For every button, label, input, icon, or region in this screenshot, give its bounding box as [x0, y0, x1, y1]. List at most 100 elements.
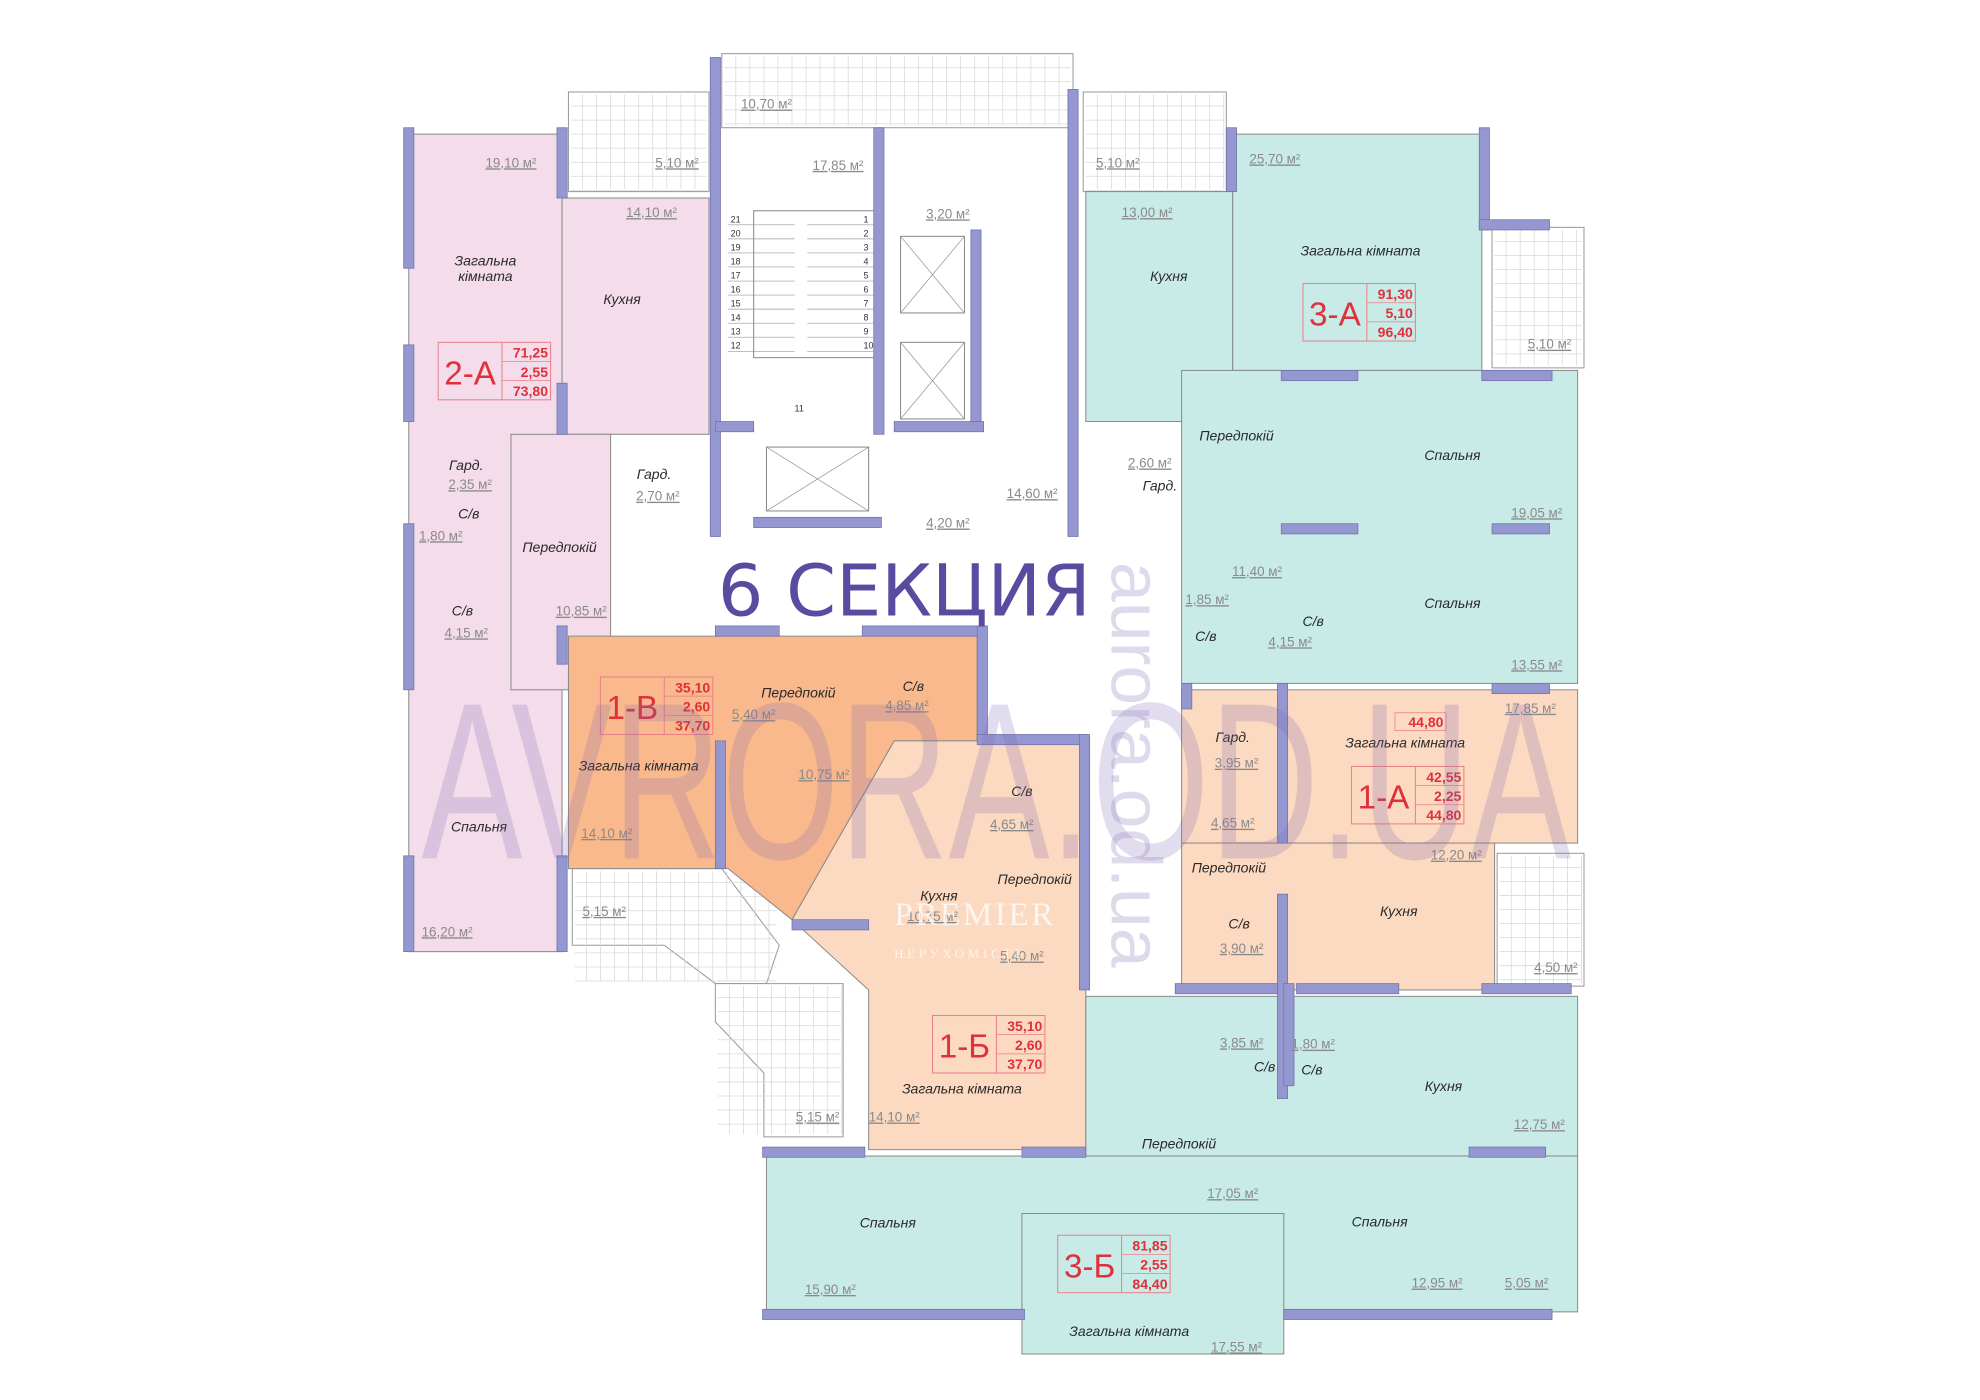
stair-number: 17	[731, 270, 741, 280]
room-label: Кухня	[920, 888, 958, 904]
wall	[1296, 983, 1400, 995]
core-area: 4,20 м²	[926, 516, 970, 531]
room-label: С/в	[903, 678, 924, 694]
badge-frame	[932, 1015, 1046, 1074]
room-area: 5,05 м²	[1505, 1276, 1549, 1291]
apartment-id: 3-А	[1309, 297, 1362, 334]
room-area: 12,75 м²	[1514, 1117, 1565, 1132]
stair-number: 11	[795, 403, 804, 413]
room-area: 12,95 м²	[1412, 1276, 1463, 1291]
badge-frame	[599, 676, 714, 735]
room-label: С/в	[1302, 613, 1323, 629]
wall	[709, 57, 721, 537]
wall	[1277, 683, 1289, 844]
room-label: кімната	[458, 268, 512, 284]
wall	[1481, 983, 1572, 995]
stair-number: 2	[864, 228, 869, 238]
balcony-area: 2,55	[521, 364, 549, 380]
wall	[556, 127, 568, 199]
total-area: 37,70	[675, 718, 710, 734]
core-area: 3,20 м²	[926, 206, 970, 221]
wall	[1481, 370, 1553, 382]
apartment-3b-area	[765, 995, 1579, 1355]
stair-number: 1	[864, 214, 869, 224]
total-area: 44,80	[1426, 807, 1461, 823]
room-area: 25,70 м²	[1249, 152, 1300, 167]
room-label: Загальна кімната	[1069, 1323, 1189, 1339]
living-area: 91,30	[1378, 286, 1413, 302]
room-area: 1,80 м²	[1291, 1037, 1335, 1052]
apartment-id: 1-А	[1358, 780, 1411, 817]
room-area: 17,55 м²	[1211, 1339, 1262, 1354]
room-label: С/в	[1228, 916, 1249, 932]
apartment-id: 3-Б	[1064, 1248, 1115, 1285]
room-area: 4,65 м²	[990, 817, 1034, 832]
room-area: 14,10 м²	[581, 826, 632, 841]
wall	[1468, 1146, 1547, 1158]
room-area: 5,40 м²	[1000, 949, 1044, 964]
balcony-3a-kitchen	[1082, 91, 1227, 193]
room-area: 4,85 м²	[885, 698, 929, 713]
room-area: 17,85 м²	[1505, 701, 1556, 716]
walls	[403, 57, 1572, 1320]
room-area: 4,15 м²	[445, 625, 489, 640]
badge-frame	[1057, 1234, 1171, 1294]
watermark-vertical: aurora.od.ua	[1095, 562, 1175, 968]
wall	[791, 919, 870, 931]
room-label: Гард.	[1215, 729, 1249, 745]
room-area: 5,10 м²	[1528, 337, 1572, 352]
core-area: 14,60 м²	[1007, 486, 1058, 501]
wall	[970, 229, 982, 422]
section-title: 6 СЕКЦИЯ	[718, 550, 1091, 633]
room-area: 3,95 м²	[1215, 756, 1259, 771]
room-label: Гард.	[449, 457, 483, 473]
wall	[556, 625, 568, 665]
room-label: Передпокій	[522, 539, 597, 555]
apartment-id: 1-Б	[939, 1029, 990, 1066]
wall	[893, 421, 984, 433]
badge-frame	[1350, 765, 1465, 825]
wall	[403, 127, 415, 269]
room-label: Передпокій	[1199, 428, 1274, 444]
stair-number: 7	[864, 299, 869, 309]
room-area: 5,10 м²	[655, 155, 699, 170]
stair-number: 20	[731, 228, 741, 238]
room-label: Передпокій	[1142, 1135, 1217, 1151]
wall	[873, 127, 885, 435]
room-area: 4,65 м²	[1211, 816, 1255, 831]
room-area: 4,50 м²	[1534, 960, 1578, 975]
stair-number: 10	[864, 341, 874, 351]
stair-number: 6	[864, 285, 869, 295]
balcony-1a	[1496, 852, 1585, 987]
room-label: Спальня	[1424, 595, 1481, 611]
room-area: 5,15 м²	[582, 904, 626, 919]
wall	[1174, 983, 1278, 995]
wall	[1067, 89, 1079, 537]
room-label: Кухня	[1150, 268, 1188, 284]
stair-number: 9	[864, 327, 869, 337]
apartment-id: 2-A	[444, 355, 497, 392]
room-area: 11,40 м²	[1232, 564, 1282, 579]
balcony-area: 2,25	[1434, 788, 1462, 804]
room-label: С/в	[1195, 628, 1216, 644]
wall	[1280, 370, 1359, 382]
room-area: 16,20 м²	[422, 924, 473, 939]
room-label: Спальня	[1424, 447, 1481, 463]
stair-number: 12	[731, 341, 741, 351]
wall	[1283, 983, 1295, 1087]
logo-name: PREMIER	[894, 896, 1056, 933]
badge-frame	[1302, 283, 1416, 342]
core-area: 17,85 м²	[813, 158, 864, 173]
room-label: Загальна кімната	[579, 757, 699, 773]
room-area: 19,10 м²	[485, 155, 536, 170]
balcony-1b	[714, 983, 844, 1138]
room-label: Передпокій	[1192, 859, 1267, 875]
wall	[1079, 734, 1091, 991]
room-area: 12,20 м²	[1431, 848, 1482, 863]
core-area: 10,70 м²	[741, 97, 792, 112]
total-area: 96,40	[1378, 324, 1413, 340]
